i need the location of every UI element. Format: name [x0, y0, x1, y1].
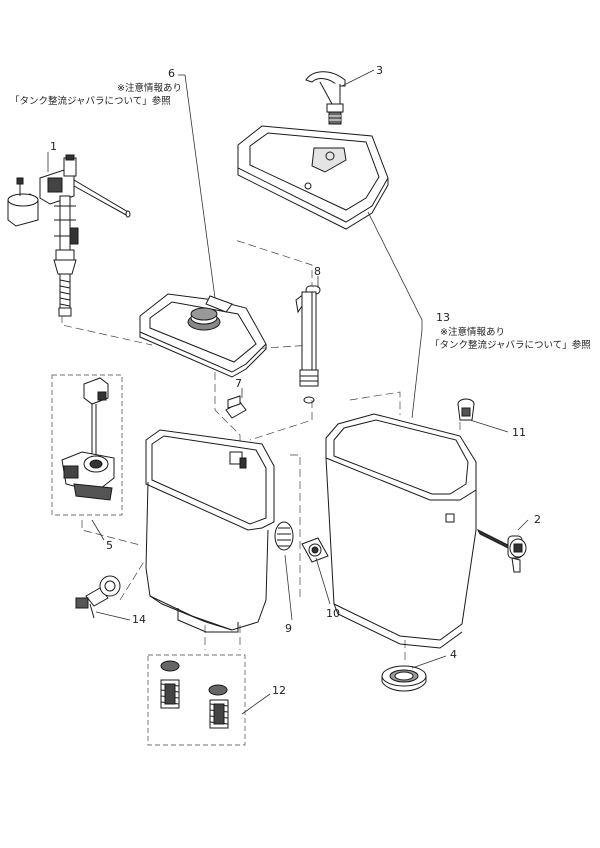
note-6: ※注意情報あり	[110, 82, 182, 95]
part-1-fill-valve	[7, 154, 131, 317]
part-11-cap	[457, 398, 475, 421]
part-7-clip	[225, 395, 247, 419]
tank-lid	[237, 125, 389, 230]
note-13: ※注意情報あり	[440, 326, 505, 339]
callout-12: 12	[272, 684, 286, 697]
note-13-line-1: ※注意情報あり	[440, 327, 505, 338]
callout-8: 8	[314, 265, 321, 278]
part-14-stop-valve	[75, 575, 121, 619]
callout-2: 2	[534, 513, 541, 526]
note-6-ref: 「タンク整流ジャバラについて」参照	[10, 95, 171, 108]
dashed-guide-lines	[61, 239, 461, 662]
note-6-line-1: ※注意情報あり	[117, 83, 182, 94]
part-2-tank-bolt	[476, 528, 527, 573]
group-box-12	[147, 654, 246, 746]
callout-9: 9	[285, 622, 292, 635]
callout-5: 5	[106, 539, 113, 552]
part-10-gasket	[301, 537, 329, 563]
callout-14: 14	[132, 613, 146, 626]
leader-lines	[47, 69, 529, 715]
part-8-overflow-pipe	[295, 285, 321, 404]
callout-1: 1	[50, 140, 57, 153]
note-13-line-2: 「タンク整流ジャバラについて」参照	[430, 340, 591, 351]
callout-6: 6	[168, 67, 175, 80]
callout-13: 13	[436, 311, 450, 324]
callout-7: 7	[235, 377, 242, 390]
tank-body-inner	[145, 429, 275, 633]
part-4-seal-ring	[381, 665, 427, 692]
note-6-line-2: 「タンク整流ジャバラについて」参照	[10, 96, 171, 107]
callout-4: 4	[450, 648, 457, 661]
part-12-bolts	[160, 660, 229, 729]
callout-3: 3	[376, 64, 383, 77]
part-3-flush-lever	[305, 71, 346, 125]
group-box-5	[51, 374, 123, 516]
note-13-ref: 「タンク整流ジャバラについて」参照	[430, 339, 591, 352]
part-9-strainer	[274, 521, 294, 551]
tank-outer-body	[325, 413, 477, 649]
part-5-flush-valve	[61, 377, 115, 501]
callout-10: 10	[326, 607, 340, 620]
callout-11: 11	[512, 426, 526, 439]
part-6-tank-inner-cover	[139, 293, 267, 378]
